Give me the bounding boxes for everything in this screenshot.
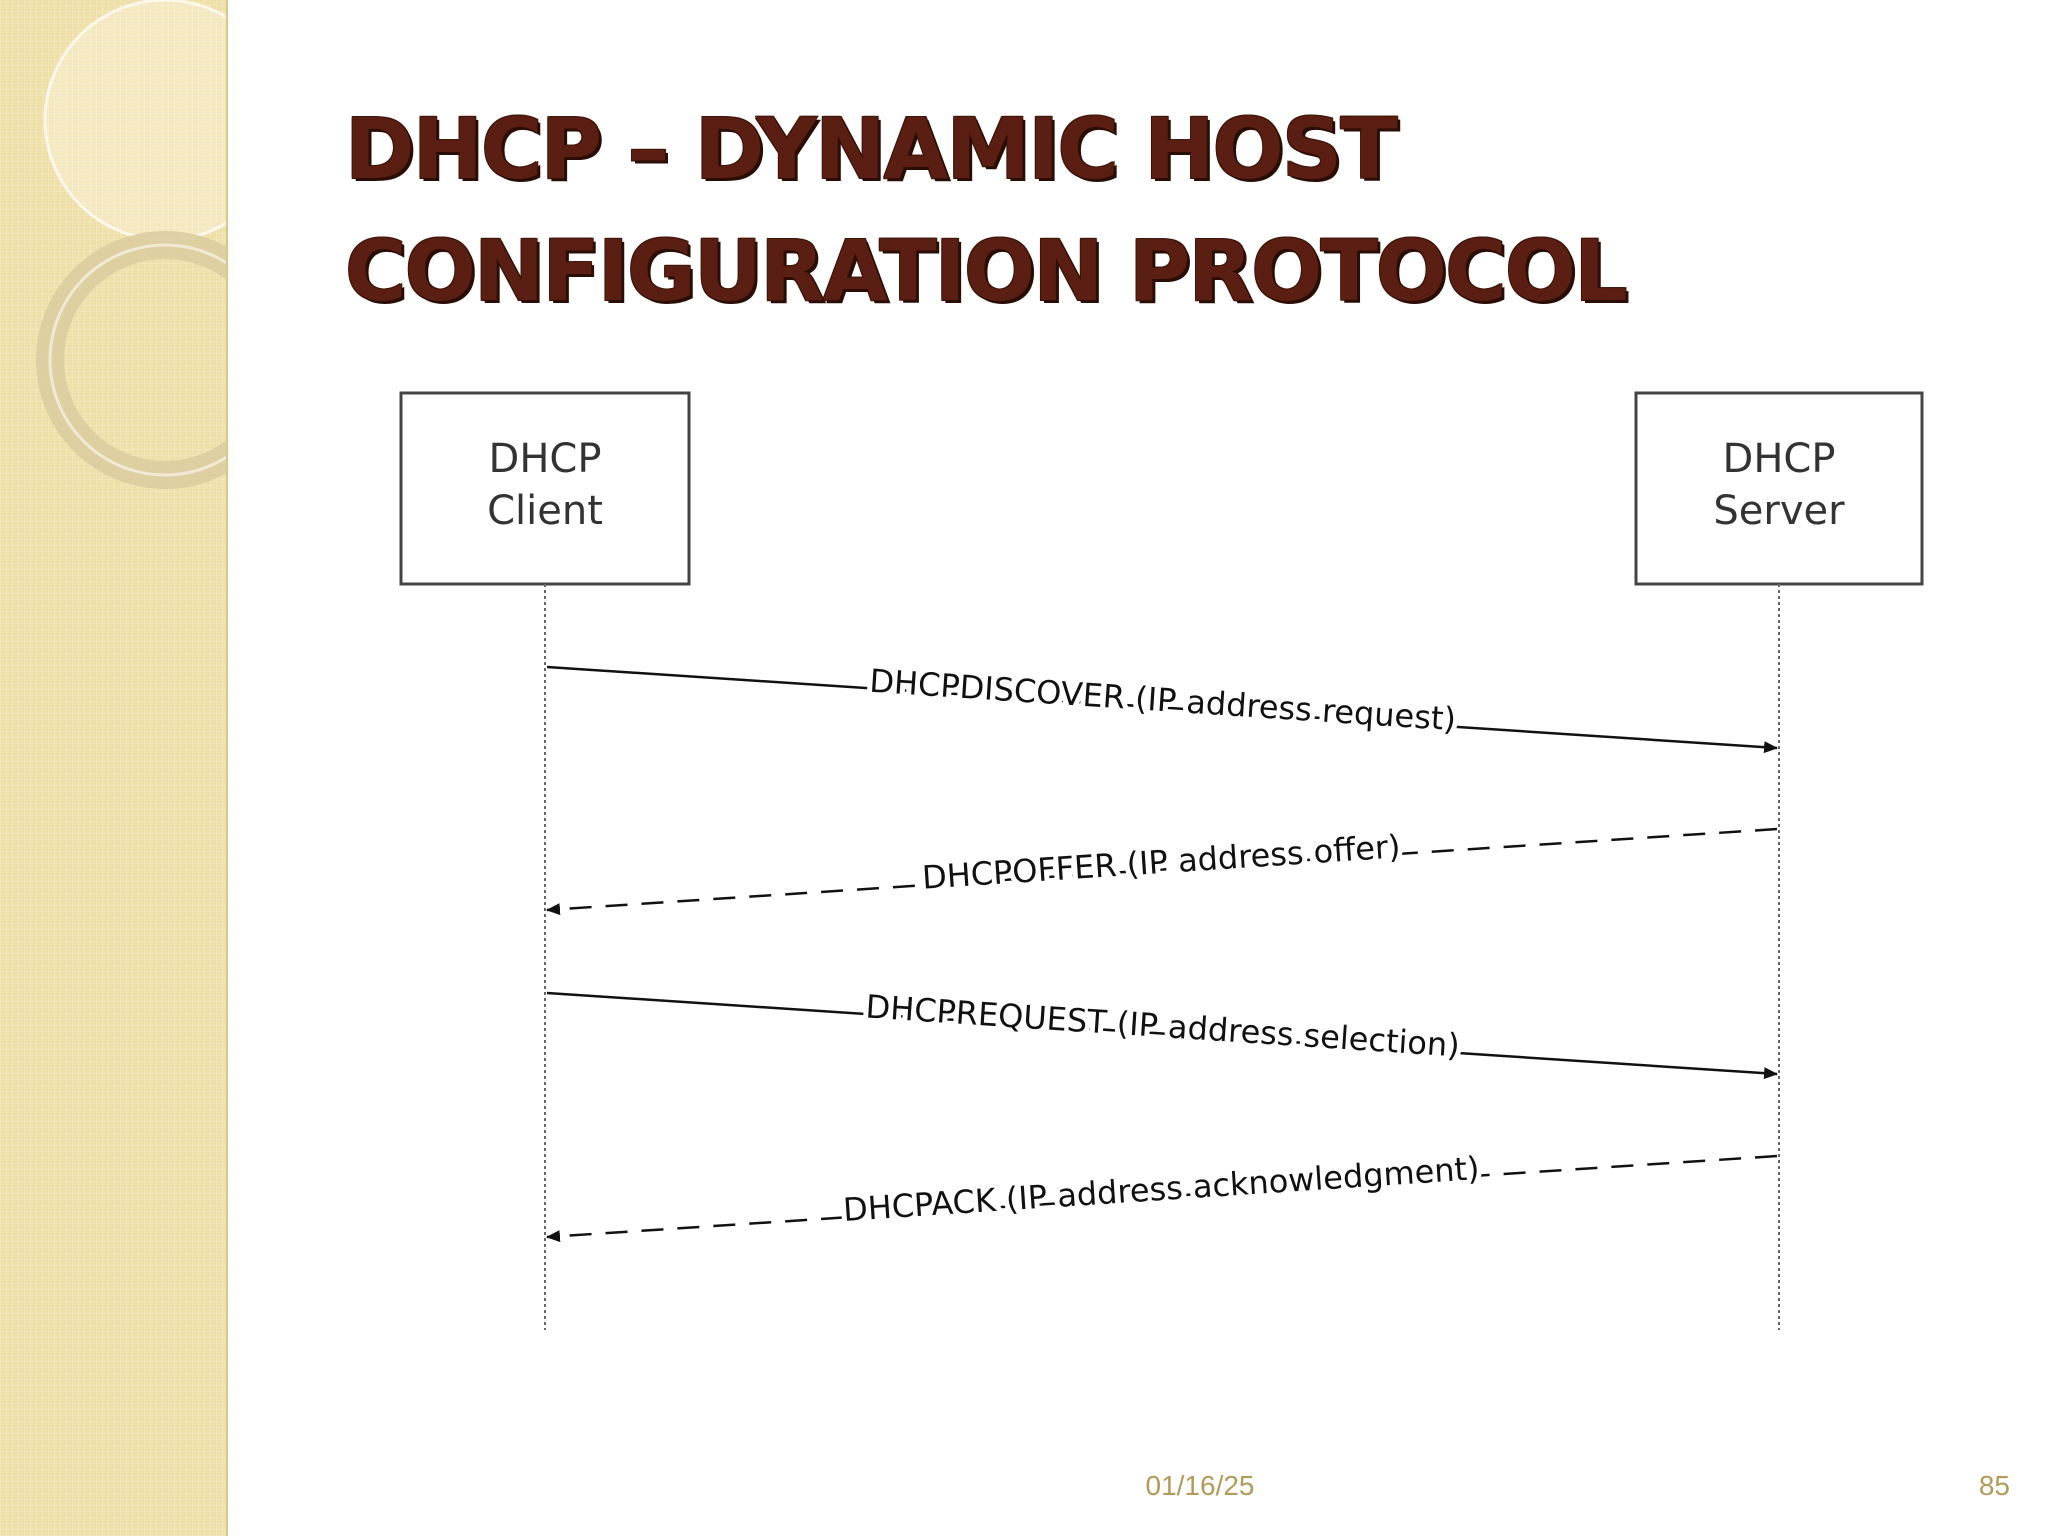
server-label-line2: Server (1713, 488, 1845, 534)
client-label-line2: Client (487, 488, 603, 534)
message-discover-label: DHCPDISCOVER (IP address request) (868, 662, 1457, 739)
message-request: DHCPREQUEST (IP address selection) (546, 982, 1778, 1080)
decorative-circles (36, 0, 226, 489)
page-number: 85 (1978, 1470, 2010, 1501)
server-label-line1: DHCP (1723, 436, 1836, 482)
client-box: DHCP Client (399, 391, 691, 586)
server-box: DHCP Server (1634, 391, 1924, 586)
message-offer-label: DHCPOFFER (IP address offer) (921, 827, 1402, 896)
client-label-line1: DHCP (489, 436, 602, 482)
footer-date: 01/16/25 (1145, 1470, 1255, 1501)
message-offer: DHCPOFFER (IP address offer) (546, 822, 1778, 916)
message-request-label: DHCPREQUEST (IP address selection) (864, 987, 1460, 1064)
slide-title: DHCP – DYNAMIC HOST CONFIGURATION PROTOC… (345, 100, 1628, 320)
message-discover: DHCPDISCOVER (IP address request) (546, 657, 1778, 754)
message-ack-label: DHCPACK (IP address acknowledgment) (842, 1149, 1481, 1229)
decorative-sidebar (0, 0, 228, 1536)
message-ack: DHCPACK (IP address acknowledgment) (546, 1144, 1778, 1243)
